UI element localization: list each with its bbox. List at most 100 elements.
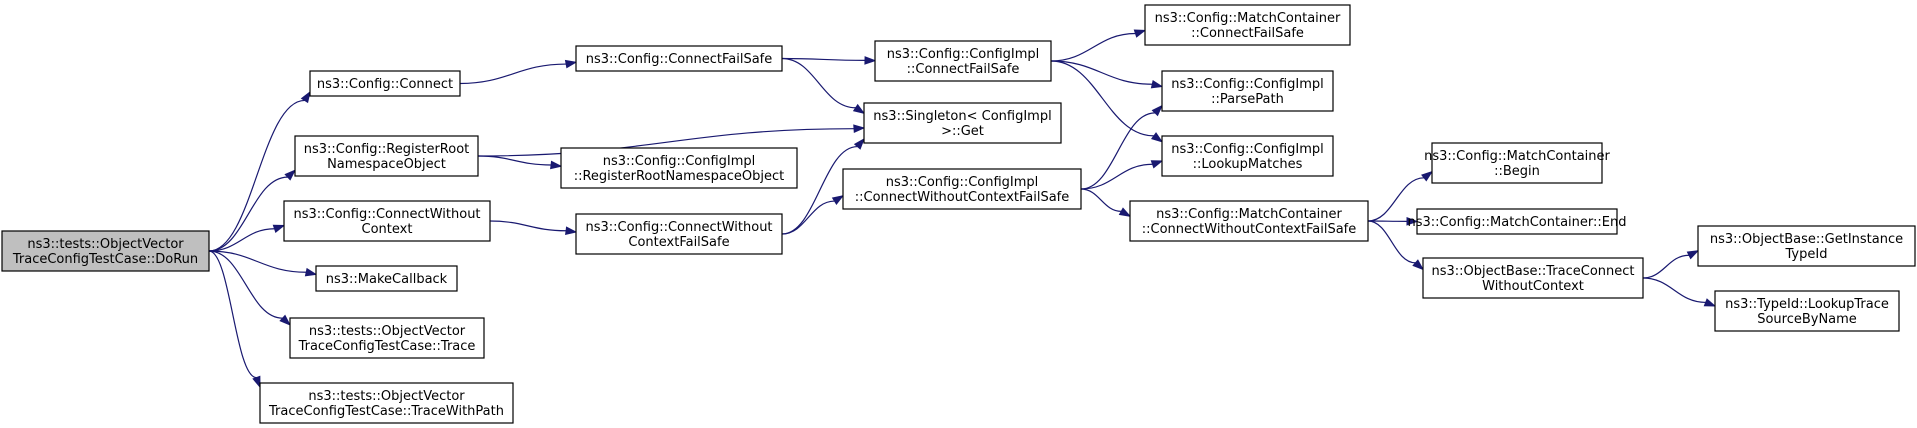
edge-root-to-connect-wo-ctx [208,224,286,252]
node-make-callback[interactable]: ns3::MakeCallback [315,265,458,292]
node-box [1431,142,1603,184]
node-label: ns3::MakeCallback [326,272,448,287]
nodes-layer: ns3::tests::ObjectVectorTraceConfigTestC… [1,4,1916,424]
edge-impl-connect-fs-to-mc-connect-fs [1050,29,1147,62]
node-root[interactable]: ns3::tests::ObjectVectorTraceConfigTestC… [1,230,210,272]
edge-connect-fail-safe-to-singleton-get [781,57,866,115]
node-label: ::RegisterRootNamespaceObject [574,169,785,184]
edge-arrowhead [1150,79,1164,89]
edge-arrowhead [304,267,318,277]
edge-line [781,57,866,61]
node-label: ::LookupMatches [1193,157,1303,172]
node-label: ns3::Config::ConnectWithout [293,207,480,222]
edge-arrowhead [565,226,578,235]
edge-arrowhead [1421,170,1434,182]
edge-line [208,99,305,252]
node-mc-connect-wo-ctx-fs[interactable]: ns3::Config::MatchContainer::ConnectWith… [1129,200,1369,242]
node-label: ns3::Config::RegisterRoot [304,142,470,157]
edge-line [1080,163,1153,190]
edge-line [208,176,288,252]
node-label: Context [362,222,413,237]
edge-arrowhead [564,59,578,69]
node-label: ::Begin [1494,164,1540,179]
node-box [1129,200,1369,242]
node-box [1,230,210,272]
edge-impl-connect-wo-ctx-fs-to-lookup-matches [1080,160,1164,190]
edge-trace-connect-wo-ctx-to-lookup-trace-source [1642,277,1717,307]
edge-arrowhead [1703,298,1717,307]
node-label: ::ConnectFailSafe [1191,26,1304,41]
node-box [863,102,1062,144]
node-label: SourceByName [1757,312,1857,327]
node-lookup-matches[interactable]: ns3::Config::ConfigImpl::LookupMatches [1161,135,1334,177]
edge-line [1050,60,1153,85]
node-label: ns3::Config::MatchContainer::End [1408,215,1627,230]
edge-line [477,128,855,157]
node-box [259,382,514,424]
node-connect-wo-ctx-fs[interactable]: ns3::Config::ConnectWithoutContextFailSa… [575,213,783,255]
edge-line [1642,277,1706,304]
node-box [1161,70,1334,112]
edge-line [208,250,283,319]
edge-register-root-to-impl-register-root [477,155,563,170]
edge-line [208,250,257,379]
edge-impl-connect-wo-ctx-fs-to-mc-connect-wo-ctx-fs [1080,188,1132,217]
edge-line [459,63,567,85]
node-impl-register-root[interactable]: ns3::Config::ConfigImpl::RegisterRootNam… [560,147,798,189]
node-singleton-get[interactable]: ns3::Singleton< ConfigImpl>::Get [863,102,1062,144]
edge-connect-wo-ctx-fs-to-singleton-get [781,137,865,235]
node-label: ns3::Config::ConnectFailSafe [586,52,773,67]
edge-line [208,228,275,252]
node-box [575,45,783,72]
node-label: ns3::Config::ConfigImpl [603,154,756,169]
node-label: >::Get [941,124,984,139]
edge-arrowhead [1406,217,1419,226]
node-label: TypeId [1785,247,1828,262]
node-label: ns3::Config::MatchContainer [1424,149,1610,164]
node-label: ns3::Config::MatchContainer [1156,207,1342,222]
edge-impl-connect-fs-to-parse-path [1050,60,1164,89]
node-label: ns3::Config::ConfigImpl [1171,142,1324,157]
node-box [560,147,798,189]
node-impl-connect-fs[interactable]: ns3::Config::ConfigImpl::ConnectFailSafe [874,40,1052,82]
node-trace-connect-wo-ctx[interactable]: ns3::ObjectBase::TraceConnectWithoutCont… [1422,257,1644,299]
edge-line [781,200,835,235]
node-connect-fail-safe[interactable]: ns3::Config::ConnectFailSafe [575,45,783,72]
edge-impl-connect-wo-ctx-fs-to-parse-path [1080,104,1164,190]
node-connect[interactable]: ns3::Config::Connect [309,70,461,97]
edge-line [781,145,858,235]
node-label: ::ParsePath [1211,92,1284,107]
edge-root-to-connect [208,90,311,252]
node-label: ns3::ObjectBase::TraceConnect [1431,264,1634,279]
edge-root-to-trace [208,250,292,326]
node-label: ns3::tests::ObjectVector [27,237,184,252]
node-mc-end[interactable]: ns3::Config::MatchContainer::End [1408,208,1627,235]
edge-line [1367,177,1425,222]
node-box [294,135,479,177]
node-label: ::ConnectWithoutContextFailSafe [1142,222,1357,237]
edge-arrowhead [1150,160,1164,169]
node-mc-connect-fs[interactable]: ns3::Config::MatchContainer::ConnectFail… [1144,4,1351,46]
node-box [1714,290,1900,332]
edge-line [1050,60,1154,137]
edge-connect-fail-safe-to-impl-connect-fs [781,56,877,65]
node-mc-begin[interactable]: ns3::Config::MatchContainer::Begin [1424,142,1611,184]
node-trace-with-path[interactable]: ns3::tests::ObjectVectorTraceConfigTestC… [259,382,514,424]
node-connect-wo-ctx[interactable]: ns3::Config::ConnectWithoutContext [283,200,491,242]
node-impl-connect-wo-ctx-fs[interactable]: ns3::Config::ConfigImpl::ConnectWithoutC… [842,168,1082,210]
edge-arrowhead [272,224,286,233]
node-parse-path[interactable]: ns3::Config::ConfigImpl::ParsePath [1161,70,1334,112]
node-box [283,200,491,242]
node-label: TraceConfigTestCase::DoRun [12,252,198,267]
edge-arrowhead [864,56,877,65]
node-label: NamespaceObject [327,157,446,172]
node-box [842,168,1082,210]
node-label: ns3::Config::ConfigImpl [887,47,1040,62]
node-register-root[interactable]: ns3::Config::RegisterRootNamespaceObject [294,135,479,177]
edge-connect-wo-ctx-fs-to-impl-connect-wo-ctx-fs [781,194,845,235]
edge-trace-connect-wo-ctx-to-get-instance-type-id [1642,250,1700,279]
node-trace[interactable]: ns3::tests::ObjectVectorTraceConfigTestC… [289,317,485,359]
